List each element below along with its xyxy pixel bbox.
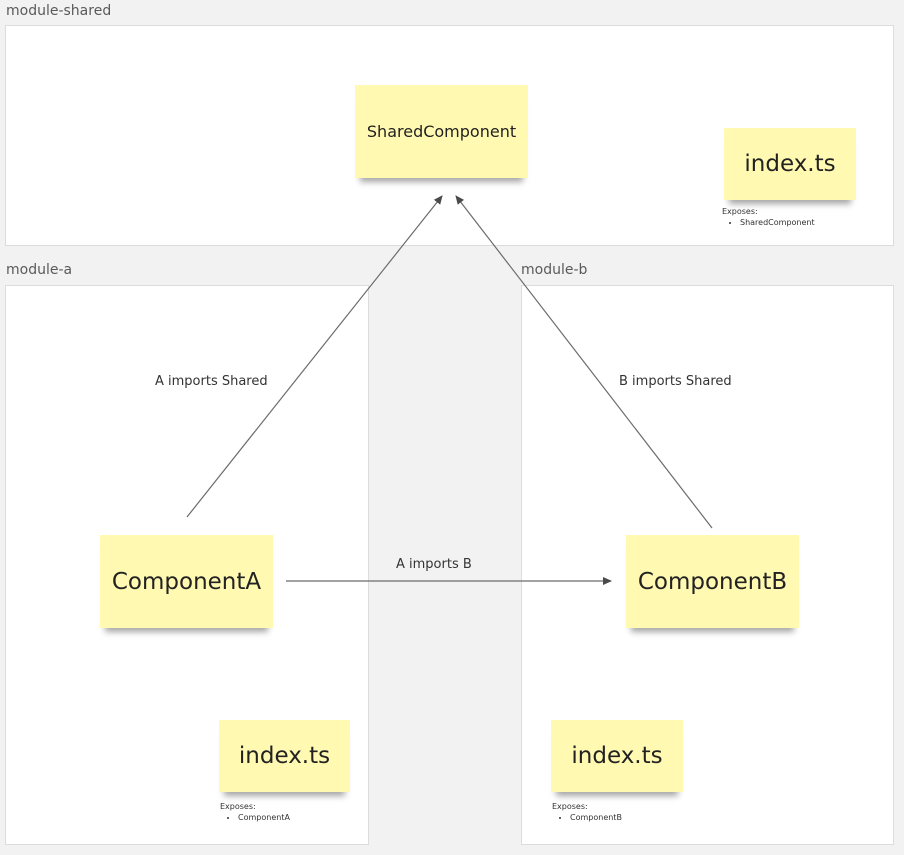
sticky-component-b[interactable]: ComponentB (626, 535, 799, 628)
exposes-item: ComponentA (238, 812, 290, 823)
exposes-label: Exposes: (722, 207, 758, 216)
exposes-shared: Exposes: SharedComponent (722, 206, 815, 228)
edge-label-a-imports-b: A imports B (396, 557, 472, 572)
sticky-shared-component[interactable]: SharedComponent (355, 85, 528, 178)
exposes-label: Exposes: (552, 802, 588, 811)
edge-label-a-imports-shared: A imports Shared (155, 374, 268, 389)
exposes-label: Exposes: (220, 802, 256, 811)
sticky-a-index[interactable]: index.ts (219, 720, 350, 792)
frame-title-module-a: module-a (6, 262, 73, 278)
sticky-component-a[interactable]: ComponentA (100, 535, 273, 628)
exposes-item: ComponentB (570, 812, 622, 823)
sticky-shared-index[interactable]: index.ts (724, 128, 856, 200)
sticky-b-index[interactable]: index.ts (551, 720, 683, 792)
connector-b-to-shared[interactable] (455, 195, 713, 529)
exposes-b: Exposes: ComponentB (552, 801, 622, 823)
edge-label-b-imports-shared: B imports Shared (619, 374, 732, 389)
connector-a-to-shared[interactable] (186, 195, 443, 518)
frame-title-module-b: module-b (521, 262, 588, 278)
exposes-item: SharedComponent (740, 217, 815, 228)
exposes-a: Exposes: ComponentA (220, 801, 290, 823)
frame-title-module-shared: module-shared (6, 3, 112, 19)
